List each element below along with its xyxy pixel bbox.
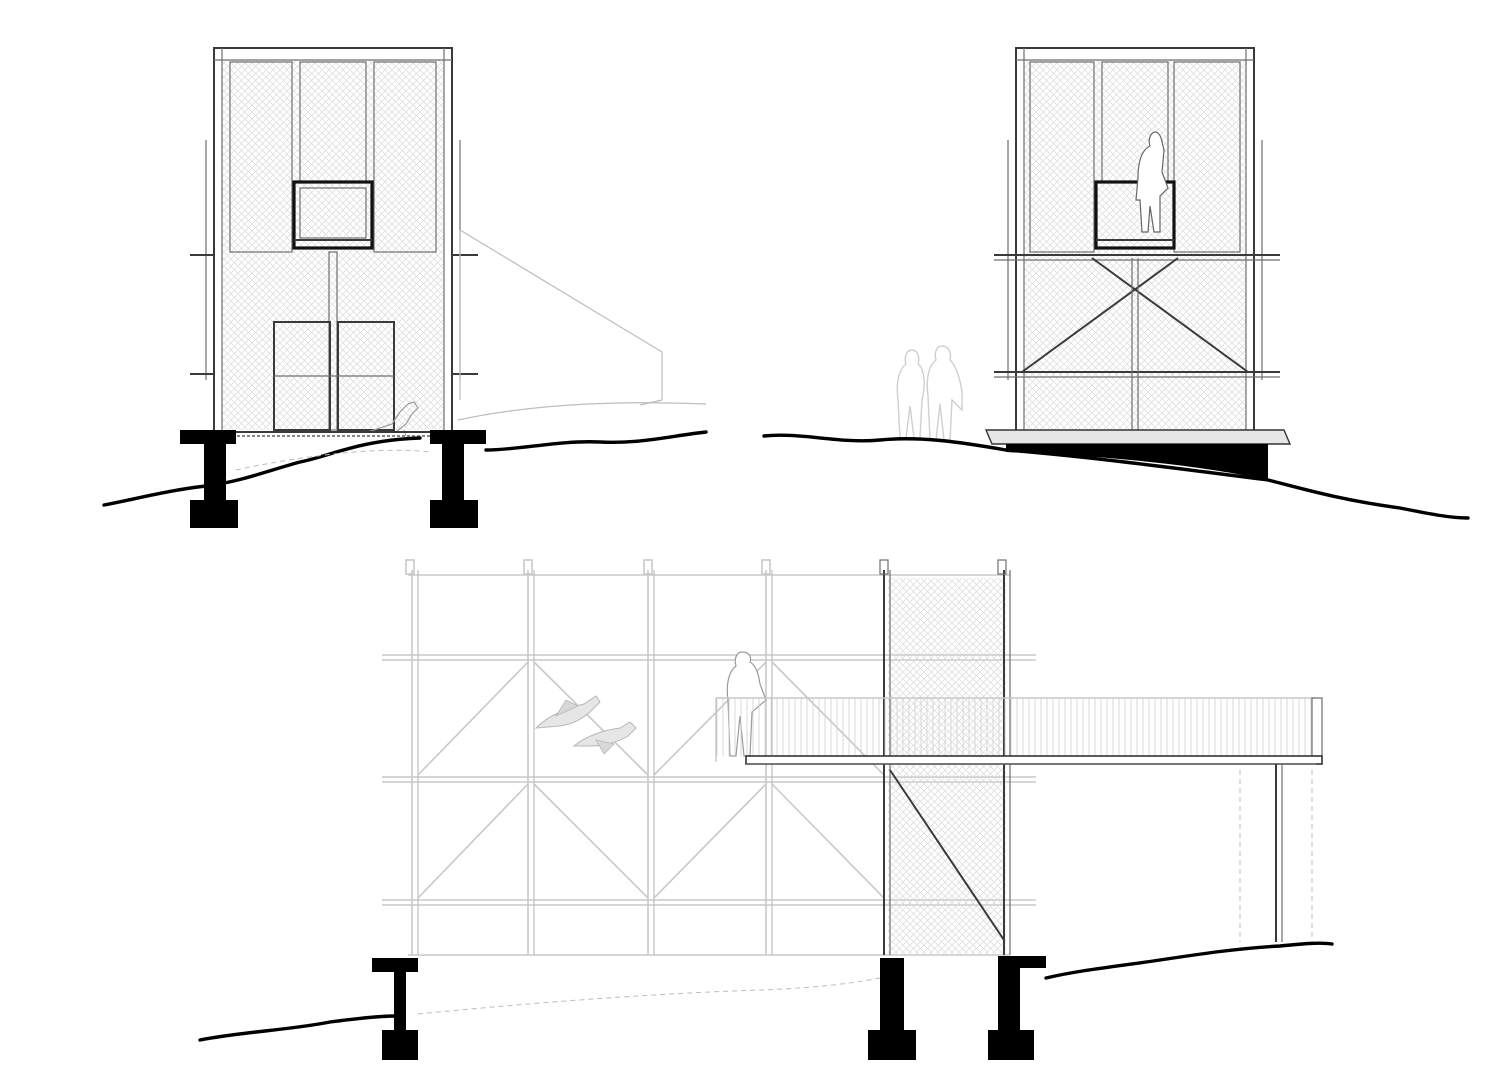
- footing-right: [430, 430, 486, 528]
- mesh-cladding: [222, 60, 444, 430]
- footing-right: [988, 956, 1046, 1060]
- viewing-box: [292, 180, 374, 250]
- walkway-deck: [745, 755, 1323, 765]
- side-elevation: [762, 47, 1470, 520]
- person-icon: [896, 349, 925, 439]
- front-elevation: [102, 47, 708, 528]
- bird-flying-icon: [534, 695, 601, 729]
- mesh-bay: [888, 578, 1006, 955]
- walkway-balustrade: [716, 698, 1316, 756]
- person-icon: [1135, 131, 1169, 233]
- viewing-box: [1094, 180, 1176, 250]
- long-section: [198, 559, 1334, 1060]
- person-icon: [926, 345, 963, 441]
- bird-flying-icon: [572, 721, 637, 755]
- ground-line: [198, 941, 1334, 1042]
- footing-mass: [1006, 444, 1268, 480]
- footing-middle: [868, 958, 916, 1060]
- footing-left: [372, 958, 418, 1060]
- ground-line: [762, 433, 1470, 520]
- footing-left: [180, 430, 238, 528]
- base-slab: [984, 429, 1292, 445]
- ground-line: [102, 430, 708, 507]
- mesh-cladding: [1024, 60, 1246, 430]
